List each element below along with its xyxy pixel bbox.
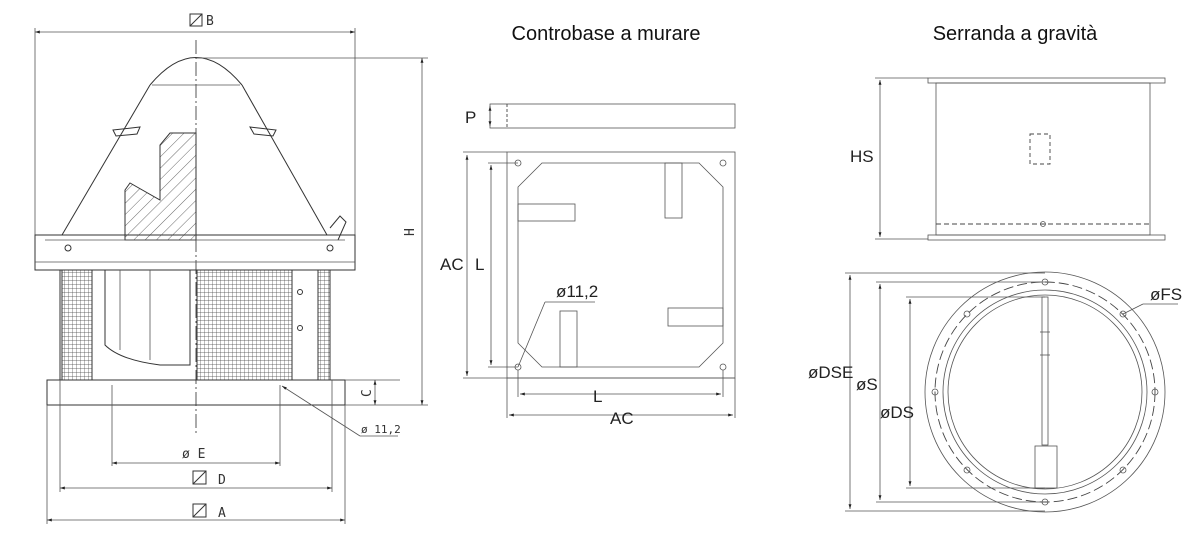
dim-label-fs: øFS — [1150, 285, 1182, 304]
dim-label-b: B — [206, 14, 214, 29]
dim-label-p: P — [465, 108, 476, 127]
square-symbol-icon — [189, 13, 203, 27]
dim-label-d: D — [218, 473, 226, 488]
motor-section — [124, 132, 197, 241]
dim-label-dse: øDSE — [808, 363, 853, 382]
dim-label-hs: HS — [850, 147, 874, 166]
fan-drawing: B C H — [34, 13, 428, 524]
fan-dome — [149, 57, 243, 86]
damper-blade-shaft — [1041, 296, 1049, 446]
fan-base — [46, 379, 346, 406]
damper-outer-flange — [924, 271, 1166, 513]
fan-hole-label: ø 11,2 — [361, 423, 401, 436]
damper-counterweight — [1034, 445, 1058, 489]
dim-label-l-horizontal: L — [593, 387, 602, 406]
mounting-hole — [719, 363, 727, 371]
base-opening — [517, 162, 724, 368]
base-title: Controbase a murare — [512, 23, 701, 45]
base-drawing: Controbase a murare P AC L ø11,2 L A — [440, 23, 736, 428]
dim-label-ac-horizontal: AC — [610, 409, 634, 428]
damper-body — [935, 82, 1151, 236]
mounting-hole — [719, 159, 727, 167]
dim-label-ac-vertical: AC — [440, 255, 464, 274]
dim-label-s: øS — [856, 375, 878, 394]
dim-label-a: A — [218, 506, 226, 521]
dim-label-ds: øDS — [880, 403, 914, 422]
dim-label-l-vertical: L — [475, 255, 484, 274]
dim-label-h: H — [403, 228, 418, 236]
dim-label-c: C — [360, 389, 375, 397]
flange-holes — [931, 278, 1159, 506]
base-side-view — [489, 103, 736, 129]
damper-drawing: Serranda a gravità HS — [808, 23, 1182, 513]
damper-top-flange — [927, 77, 1166, 84]
base-plate — [506, 151, 736, 379]
damper-bottom-flange — [927, 234, 1166, 241]
damper-title: Serranda a gravità — [933, 23, 1098, 45]
base-hole-label: ø11,2 — [556, 282, 598, 301]
dim-label-e: ø E — [182, 447, 205, 462]
damper-inner-circle — [947, 294, 1143, 490]
